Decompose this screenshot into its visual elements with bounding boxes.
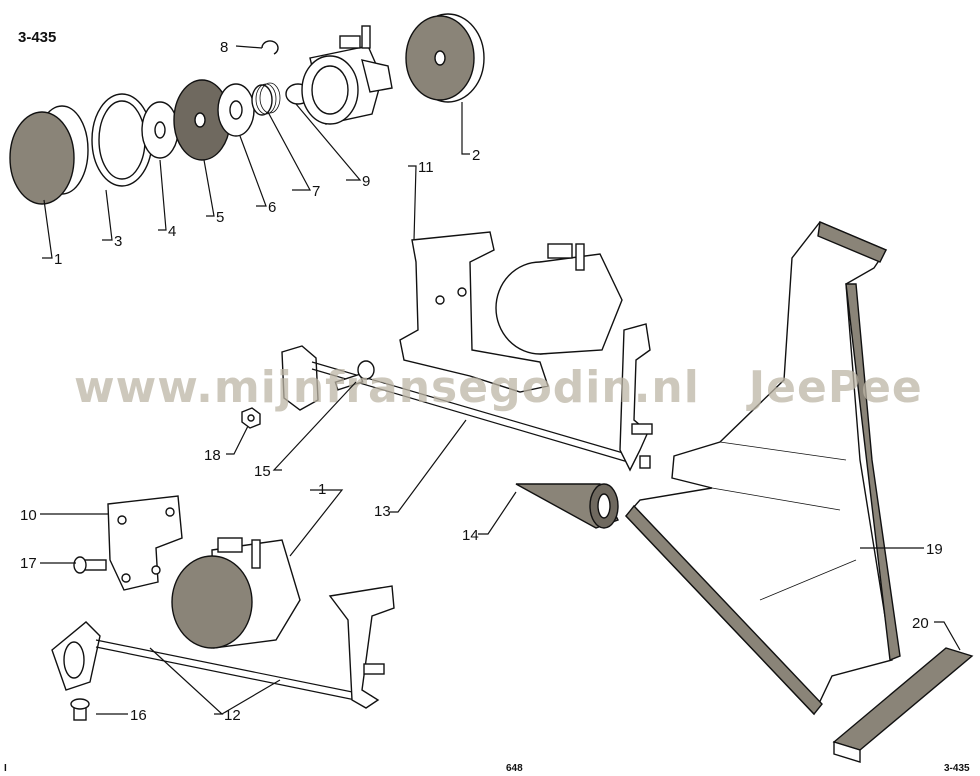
part-9-housing [285,25,393,125]
footer-left: I [4,763,7,774]
part-15-bolt [334,360,375,391]
part-6-washer [217,83,255,137]
callout-10: 10 [20,507,37,524]
callout-4: 4 [168,223,176,240]
part-2-right-wheel [405,13,485,103]
part-19-frame [625,221,901,716]
callout-15: 15 [254,463,271,480]
callout-2-left: 1 [54,251,62,268]
header-code: 3-435 [18,29,56,46]
callout-14: 14 [462,527,479,544]
part-4-washer [141,101,179,159]
part-2-left-felt-knob [9,105,89,205]
part-14-rubber-boot [515,483,619,529]
callout-17: 17 [20,555,37,572]
callout-12: 12 [224,707,241,724]
part-8-clip [261,40,279,55]
footer-page-number: 648 [506,763,523,774]
callout-2-right: 2 [472,147,480,164]
callout-9: 9 [362,173,370,190]
watermark-text: www.mijnfransegodin.nl JeePee [74,362,923,413]
callout-18: 18 [204,447,221,464]
callout-5: 5 [216,209,224,226]
part-11-bracket [399,231,549,393]
spotlight-top [495,243,623,355]
callout-19: 19 [926,541,943,558]
callout-8: 8 [220,39,228,56]
part-12-clamp-rod [51,585,395,709]
callout-1: 1 [318,481,326,498]
part-7-spring [251,82,281,116]
callout-20: 20 [912,615,929,632]
callout-11: 11 [418,159,434,176]
callout-7: 7 [312,183,320,200]
part-20-strip [832,647,974,763]
callout-6: 6 [268,199,276,216]
footer-code: 3-435 [944,763,970,774]
leader-lines [40,45,961,715]
part-5-felt-disc [173,79,231,161]
part-18-nut [241,407,261,429]
part-1-spotlight [171,537,301,649]
part-17-bolt [73,556,107,574]
part-16-bolt [70,698,90,721]
part-10-bracket [107,495,183,591]
callout-3: 3 [114,233,122,250]
callout-16: 16 [130,707,147,724]
callout-labels: 1 3 4 5 6 7 9 8 2 11 15 18 13 14 1 10 17… [20,39,943,724]
callout-13: 13 [374,503,391,520]
